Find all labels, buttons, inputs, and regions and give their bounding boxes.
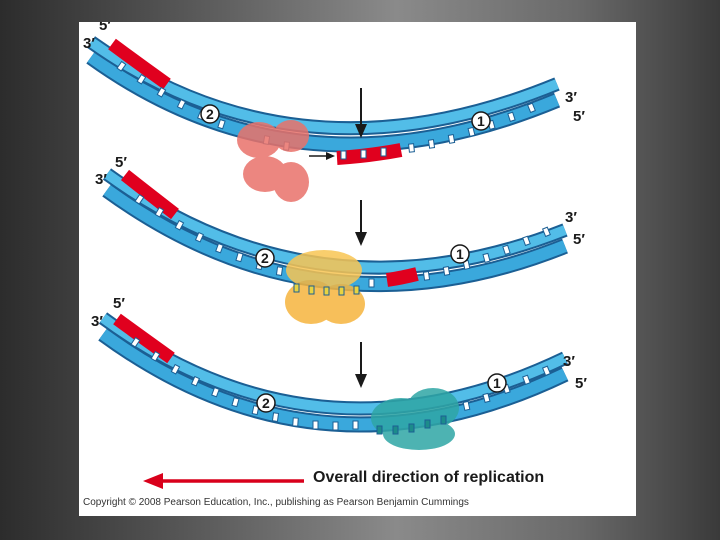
row-3: 5′ 3′ 3′ 5′ 2 1 <box>91 295 587 450</box>
overall-direction-arrow <box>143 473 304 489</box>
row3-step-1: 1 <box>493 375 501 391</box>
enzyme-dna-pol-i <box>237 120 309 202</box>
row1-label-5prime-left: 5′ <box>99 22 111 34</box>
row2-step-2-circle <box>255 248 275 268</box>
row2-step-1-circle <box>450 244 470 264</box>
enzyme-complex-3 <box>371 388 459 450</box>
row1-step-2-circle <box>200 104 220 124</box>
row1-step-1-circle <box>471 111 491 131</box>
row2-primer-left <box>120 169 179 220</box>
copyright-notice: Copyright © 2008 Pearson Education, Inc.… <box>83 497 469 508</box>
row2-primer-right <box>385 267 419 287</box>
row1-label-3prime-left: 3′ <box>83 35 95 52</box>
row3-step-2-circle <box>256 393 276 413</box>
row1-label-5prime-right: 5′ <box>573 108 585 125</box>
row2-label-3prime-right: 3′ <box>565 209 577 226</box>
caption-overall-direction: Overall direction of replication <box>313 469 545 486</box>
row3-label-5prime-left: 5′ <box>113 295 125 312</box>
arrow-down-1 <box>355 88 367 138</box>
row2-label-5prime-right: 5′ <box>573 231 585 248</box>
row3-step-2: 2 <box>262 395 270 411</box>
row1-step-1: 1 <box>477 113 485 129</box>
row3-label-5prime-right: 5′ <box>575 375 587 392</box>
row1-primer-left <box>108 38 171 90</box>
arrow-down-3 <box>355 342 367 388</box>
row1-step-2: 2 <box>206 106 214 122</box>
row1-primer-right <box>336 143 403 165</box>
row3-step-1-circle <box>487 373 507 393</box>
arrow-down-2 <box>355 200 367 246</box>
row3-label-3prime-right: 3′ <box>563 353 575 370</box>
row1-label-3prime-right: 3′ <box>565 89 577 106</box>
figure-panel: 5′ 3′ 3′ 5′ 2 1 <box>79 22 636 516</box>
row3-primer-left <box>113 313 175 364</box>
row3-label-3prime-left: 3′ <box>91 313 103 330</box>
row2-step-2: 2 <box>261 250 269 266</box>
row2-step-1: 1 <box>456 246 464 262</box>
arrow-synthesis <box>309 152 335 160</box>
row-1: 5′ 3′ 3′ 5′ 2 1 <box>83 22 585 202</box>
replication-diagram: 5′ 3′ 3′ 5′ 2 1 <box>83 22 587 489</box>
row-2: 5′ 3′ 3′ 5′ 2 1 <box>95 154 585 324</box>
row2-label-5prime-left: 5′ <box>115 154 127 171</box>
row2-label-3prime-left: 3′ <box>95 171 107 188</box>
